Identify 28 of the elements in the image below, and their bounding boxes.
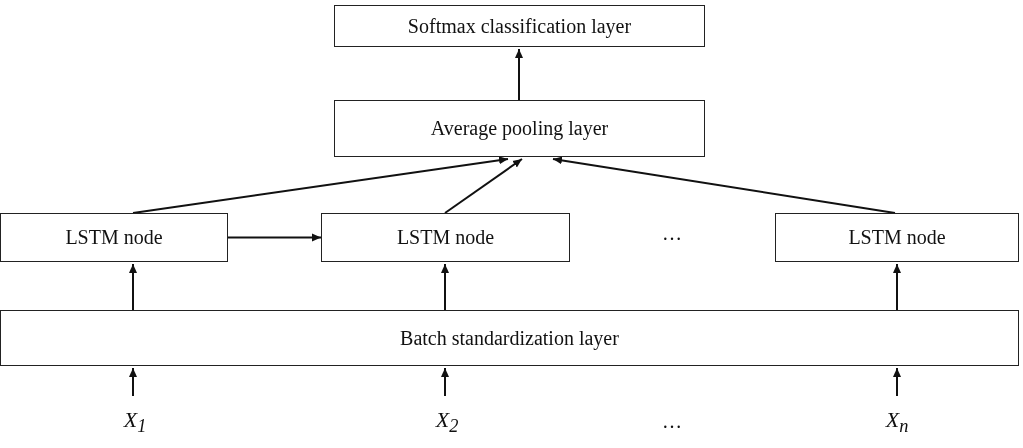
layer-box [775, 213, 1019, 262]
layer-box [321, 213, 570, 262]
layer-box [0, 310, 1019, 366]
arrow [444, 158, 523, 214]
layer-box [0, 213, 228, 262]
arrow [515, 48, 523, 101]
arrow [441, 263, 449, 311]
layer-label: LSTM node [396, 226, 495, 249]
layer-label: Batch standardization layer [400, 326, 619, 350]
layer-label: LSTM node [65, 226, 163, 249]
arrow [129, 367, 137, 397]
input-variable: X$_{n}$ [885, 406, 909, 438]
arrow [132, 156, 509, 214]
arrow [129, 263, 137, 311]
layer-box [334, 100, 705, 157]
arrow [893, 367, 901, 397]
layer-label: Average pooling layer [430, 117, 609, 140]
arrow [552, 156, 896, 214]
input-variable: X$_{2}$ [435, 406, 459, 438]
layer-label: Softmax classification layer [407, 14, 632, 38]
arrow [893, 263, 901, 311]
arrow [227, 233, 322, 242]
ellipsis: … [662, 222, 682, 245]
arrow [441, 367, 449, 397]
input-variable: X$_{1}$ [123, 406, 147, 438]
layer-box [334, 5, 705, 47]
layer-label: LSTM node [848, 226, 946, 249]
ellipsis: … [662, 410, 682, 433]
